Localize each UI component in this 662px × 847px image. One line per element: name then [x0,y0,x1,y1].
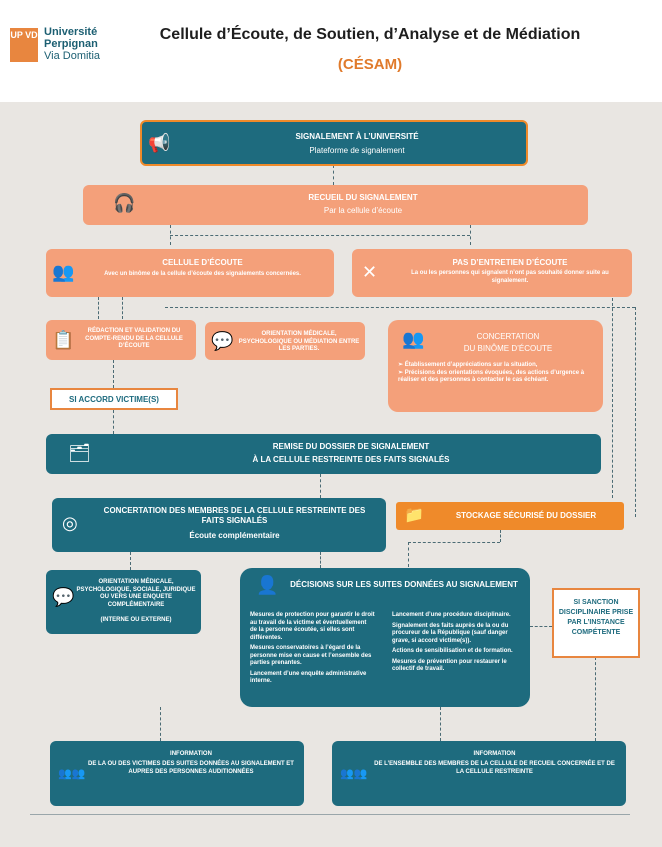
decision-left-3: Lancement d’une enquête administrative i… [250,670,367,685]
operator-icon: 🎧 [113,193,136,213]
pair-icon: 👥 [402,329,425,349]
recueil-title: RECUEIL DU SIGNALEMENT [308,193,418,202]
decision-right-2: Signalement des faits auprès de la ou du… [392,622,509,644]
diagram-canvas: 📢 SIGNALEMENT À L’UNIVERSITÉ Plateforme … [0,102,662,847]
node-orientation-1: 💬 ORIENTATION MÉDICALE, PSYCHOLOGIQUE OU… [205,322,365,360]
recueil-sub: Par la cellule d’écoute [323,206,403,215]
connector [470,225,471,245]
decision-right-3: Actions de sensibilisation et de formati… [392,648,513,654]
node-signalement: 📢 SIGNALEMENT À L’UNIVERSITÉ Plateforme … [140,120,528,166]
node-concertation-membres: ◎ CONCERTATION DES MEMBRES DE LA CELLULE… [52,498,386,552]
node-decisions: 👤 DÉCISIONS SUR LES SUITES DONNÉES AU SI… [240,568,530,707]
page-title: Cellule d’Écoute, de Soutien, d’Analyse … [159,26,581,43]
stockage-text: STOCKAGE SÉCURISÉ DU DOSSIER [455,511,597,520]
concertation-bullet-2: ➢ Précisions des orientations évoquées, … [398,369,585,384]
node-info-1: 👥👥 INFORMATION DE LA OU DES VICTIMES DES… [50,741,304,806]
connector [113,410,114,434]
connector [122,297,123,319]
connector [333,165,334,185]
signalement-title: SIGNALEMENT À L’UNIVERSITÉ [295,132,419,141]
consultation-icon: 💬 [52,587,75,607]
consultation-icon: 💬 [211,331,234,351]
decision-maker-icon: 👤 [256,575,279,595]
footer-rule [30,814,630,815]
no-meeting-icon: ✕ [362,262,378,282]
redaction-text: RÉDACTION ET VALIDATION DU COMPTE-RENDU … [85,328,183,349]
remise-sub: À LA CELLULE RESTREINTE DES FAITS SIGNAL… [252,455,450,464]
connector [165,307,635,308]
decision-right-4: Mesures de prévention pour restaurer le … [392,658,507,673]
node-orientation-2: 💬 ORIENTATION MÉDICALE, PSYCHOLOGIQUE, S… [46,570,201,634]
info1-title: INFORMATION [170,751,212,757]
node-sanction: SI SANCTION DISCIPLINAIRE PRISE PAR L’IN… [552,588,640,658]
connector [530,626,552,627]
decision-left-1: Mesures de protection pour garantir le d… [250,612,375,641]
info2-title: INFORMATION [473,751,516,757]
connector [612,298,613,498]
pas-entretien-title: PAS D’ENTRETIEN D’ÉCOUTE [452,258,568,267]
pas-entretien-sub: La ou les personnes qui signalent n’ont … [411,270,609,284]
orientation2-text: ORIENTATION MÉDICALE, PSYCHOLOGIQUE, SOC… [76,579,196,608]
cellule-sub: Avec un binôme de la cellule d’écoute de… [104,271,301,277]
connector [320,552,321,568]
people-group-icon: 👥👥 [58,768,86,780]
logo-mark: UP VD [10,28,38,62]
header: UP VD Université Perpignan Via Domitia C… [0,0,662,102]
concertation-bullet-1: ➢ Établissement d’appréciations sur la s… [398,362,538,368]
node-remise: 🗂 REMISE DU DOSSIER DE SIGNALEMENT À LA … [46,434,601,474]
logo-line2: Perpignan [44,38,98,50]
connector [170,235,470,236]
connector [595,657,596,741]
info1-sub: DE LA OU DES VICTIMES DES SUITES DONNÉES… [88,761,294,775]
accord-text: SI ACCORD VICTIME(S) [69,395,159,404]
concertation-title: CONCERTATION [476,332,540,341]
meeting-icon: 👥 [52,262,75,282]
node-cellule-ecoute: 👥 CELLULE D’ÉCOUTE Avec un binôme de la … [46,249,334,297]
sanction-text: SI SANCTION DISCIPLINAIRE PRISE PAR L’IN… [558,599,634,636]
connector [408,542,500,543]
connector [320,474,321,498]
signalement-sub: Plateforme de signalement [309,146,405,155]
node-stockage: 📁 STOCKAGE SÉCURISÉ DU DOSSIER [396,502,624,530]
page-subtitle: (CÉSAM) [337,56,403,73]
connector [98,297,99,319]
document-icon: 📋 [52,330,75,350]
logo-line1: Université [44,26,98,38]
connector [500,530,501,542]
concertation-bullets: ➢ Établissement d’appréciations sur la s… [398,362,596,385]
node-concertation-binome: 👥 CONCERTATION DU BINÔME D’ÉCOUTE ➢ Étab… [388,320,603,412]
membres-title: CONCERTATION DES MEMBRES DE LA CELLULE R… [103,506,366,525]
node-redaction: 📋 RÉDACTION ET VALIDATION DU COMPTE-REND… [46,320,196,360]
decision-left-2: Mesures conservatoires à l’égard de la p… [250,645,372,666]
connector [408,542,409,567]
membres-sub: Écoute complémentaire [189,531,280,540]
logo-text: Université Perpignan Via Domitia [44,26,100,62]
group-table-icon: ◎ [62,513,78,533]
concertation-title2: DU BINÔME D’ÉCOUTE [463,344,553,353]
logo-line3: Via Domitia [44,50,101,62]
megaphone-icon: 📢 [148,133,171,153]
folder-icon: 📁 [404,507,424,524]
folder-search-icon: 🗂 [68,443,91,463]
decisions-left: Mesures de protection pour garantir le d… [250,612,375,686]
connector [440,707,441,741]
node-info-2: 👥👥 INFORMATION DE L’ENSEMBLE DES MEMBRES… [332,741,626,806]
connector [130,552,131,570]
decision-right-1: Lancement d’une procédure disciplinaire. [392,612,511,618]
decisions-right: Lancement d’une procédure disciplinaire.… [392,612,520,674]
orientation2-sub: (INTERNE OU EXTERNE) [100,617,172,623]
info2-sub: DE L’ENSEMBLE DES MEMBRES DE LA CELLULE … [374,761,615,775]
connector [635,307,636,517]
orientation1-text: ORIENTATION MÉDICALE, PSYCHOLOGIQUE OU M… [238,331,360,352]
decisions-title: DÉCISIONS SUR LES SUITES DONNÉES AU SIGN… [290,580,518,589]
connector [113,360,114,388]
node-recueil: 🎧 RECUEIL DU SIGNALEMENT Par la cellule … [83,185,588,225]
connector [160,707,161,741]
people-group-icon: 👥👥 [340,768,368,780]
node-pas-entretien: ✕ PAS D’ENTRETIEN D’ÉCOUTE La ou les per… [352,249,632,297]
remise-title: REMISE DU DOSSIER DE SIGNALEMENT [272,442,430,451]
cellule-title: CELLULE D’ÉCOUTE [162,258,243,267]
node-accord: SI ACCORD VICTIME(S) [50,388,178,410]
